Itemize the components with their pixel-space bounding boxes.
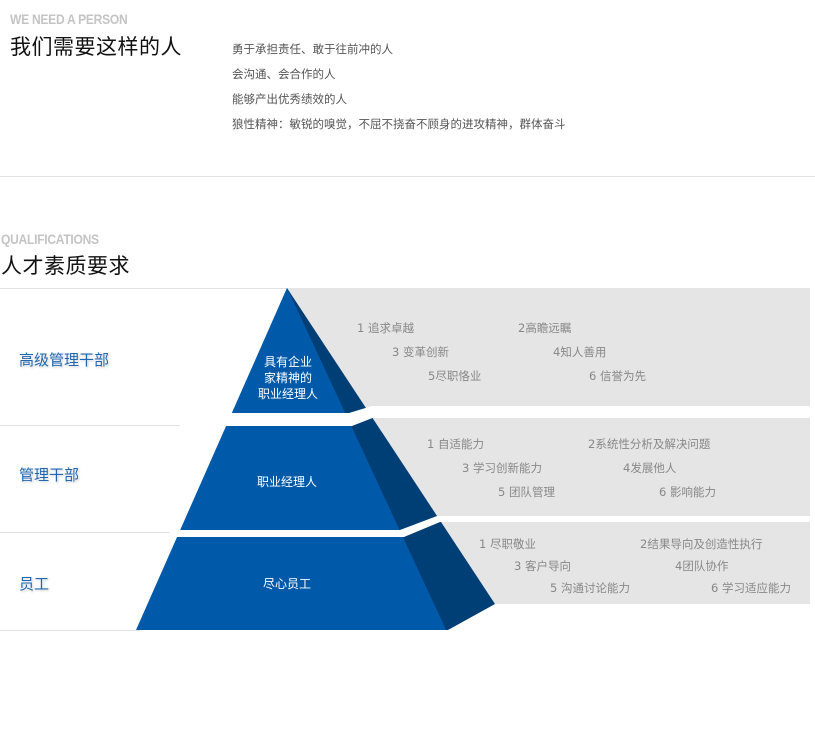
trait-item: 2高瞻远瞩 (518, 321, 572, 335)
trait-item: 5 团队管理 (498, 485, 555, 499)
trait-item: 6 影响能力 (659, 485, 716, 499)
need-item: 会沟通、会合作的人 (232, 67, 336, 81)
row-divider (0, 630, 140, 631)
trait-item: 5尽职恪业 (428, 369, 482, 383)
tier-label-senior-management: 高级管理干部 (19, 351, 110, 369)
trait-item: 2结果导向及创造性执行 (640, 537, 763, 551)
row-divider (0, 532, 185, 533)
trait-item: 3 变革创新 (392, 345, 449, 359)
tier-separator (170, 516, 815, 537)
tier-label-staff: 员工 (19, 575, 50, 593)
trait-item: 6 信誉为先 (589, 369, 646, 383)
row-divider (0, 288, 290, 289)
trait-item: 4发展他人 (623, 461, 677, 475)
qualifications-title: 人才素质要求 (1, 254, 130, 278)
pyramid-text-manager: 职业经理人 (256, 475, 317, 489)
trait-item: 1 尽职敬业 (479, 537, 536, 551)
pyramid-text-senior: 具有企业 家精神的 职业经理人 (257, 355, 318, 401)
tier-separator (180, 406, 815, 426)
need-item: 勇于承担责任、敢于往前冲的人 (232, 42, 393, 56)
trait-panel-manager (360, 418, 810, 516)
need-title: 我们需要这样的人 (10, 35, 182, 59)
trait-item: 5 沟通讨论能力 (550, 581, 630, 595)
need-item: 能够产出优秀绩效的人 (232, 92, 347, 106)
trait-item: 2系统性分析及解决问题 (588, 437, 711, 451)
trait-item: 1 追求卓越 (357, 321, 414, 335)
need-list: 勇于承担责任、敢于往前冲的人 会沟通、会合作的人 能够产出优秀绩效的人 狼性精神… (232, 40, 566, 140)
need-item: 狼性精神：敏锐的嗅觉，不屈不挠奋不顾身的进攻精神，群体奋斗 (232, 117, 566, 131)
section-divider (0, 176, 815, 177)
trait-panel-senior (287, 288, 810, 413)
trait-item: 4知人善用 (553, 345, 607, 359)
qualifications-eyebrow: QUALIFICATIONS (1, 231, 99, 247)
tier-label-management: 管理干部 (19, 466, 80, 484)
trait-item: 3 客户导向 (514, 559, 571, 573)
need-eyebrow: WE NEED A PERSON (10, 11, 128, 27)
trait-item: 4团队协作 (675, 559, 729, 573)
pyramid-text-staff: 尽心员工 (262, 577, 311, 591)
row-divider (0, 425, 230, 426)
trait-item: 1 自适能力 (427, 437, 484, 451)
trait-item: 3 学习创新能力 (462, 461, 542, 475)
trait-item: 6 学习适应能力 (711, 581, 791, 595)
